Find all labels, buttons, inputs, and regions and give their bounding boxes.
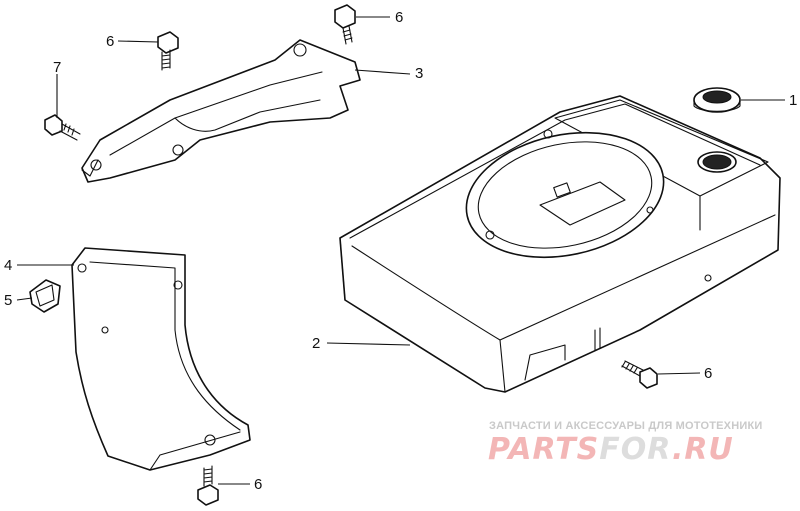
watermark-logo-main: PARTS xyxy=(488,432,600,467)
callout-6-bottom: 6 xyxy=(254,476,263,493)
callout-6-top: 6 xyxy=(395,9,404,26)
bracket-arm xyxy=(81,39,361,183)
bolt-top xyxy=(334,4,356,45)
bolt-seven xyxy=(44,114,81,141)
watermark-subtitle: ЗАПЧАСТИ И АКСЕССУАРЫ ДЛЯ МОТОТЕХНИКИ xyxy=(489,420,763,432)
callout-1: 1 xyxy=(789,92,798,109)
watermark-logo-accent: FOR xyxy=(599,432,672,467)
callout-6-right: 6 xyxy=(704,365,713,382)
fan-opening xyxy=(465,129,665,259)
watermark-logo: PARTSFOR.RU xyxy=(488,432,788,467)
side-baffle xyxy=(71,247,251,471)
filler-hole xyxy=(697,151,737,173)
watermark-logo-suffix: .RU xyxy=(671,432,734,467)
callout-6-upper-left: 6 xyxy=(106,33,115,50)
grommet xyxy=(693,87,741,113)
callout-2: 2 xyxy=(312,335,321,352)
bolt-right xyxy=(621,360,658,389)
fan-shroud xyxy=(339,95,781,393)
leader-lines xyxy=(16,16,785,485)
bolt-upper-left xyxy=(157,31,179,71)
bolt-bottom xyxy=(197,465,219,506)
callout-5: 5 xyxy=(4,292,13,309)
callout-7: 7 xyxy=(53,59,62,76)
callout-4: 4 xyxy=(4,257,13,274)
callout-3: 3 xyxy=(415,65,424,82)
clip xyxy=(29,279,61,313)
